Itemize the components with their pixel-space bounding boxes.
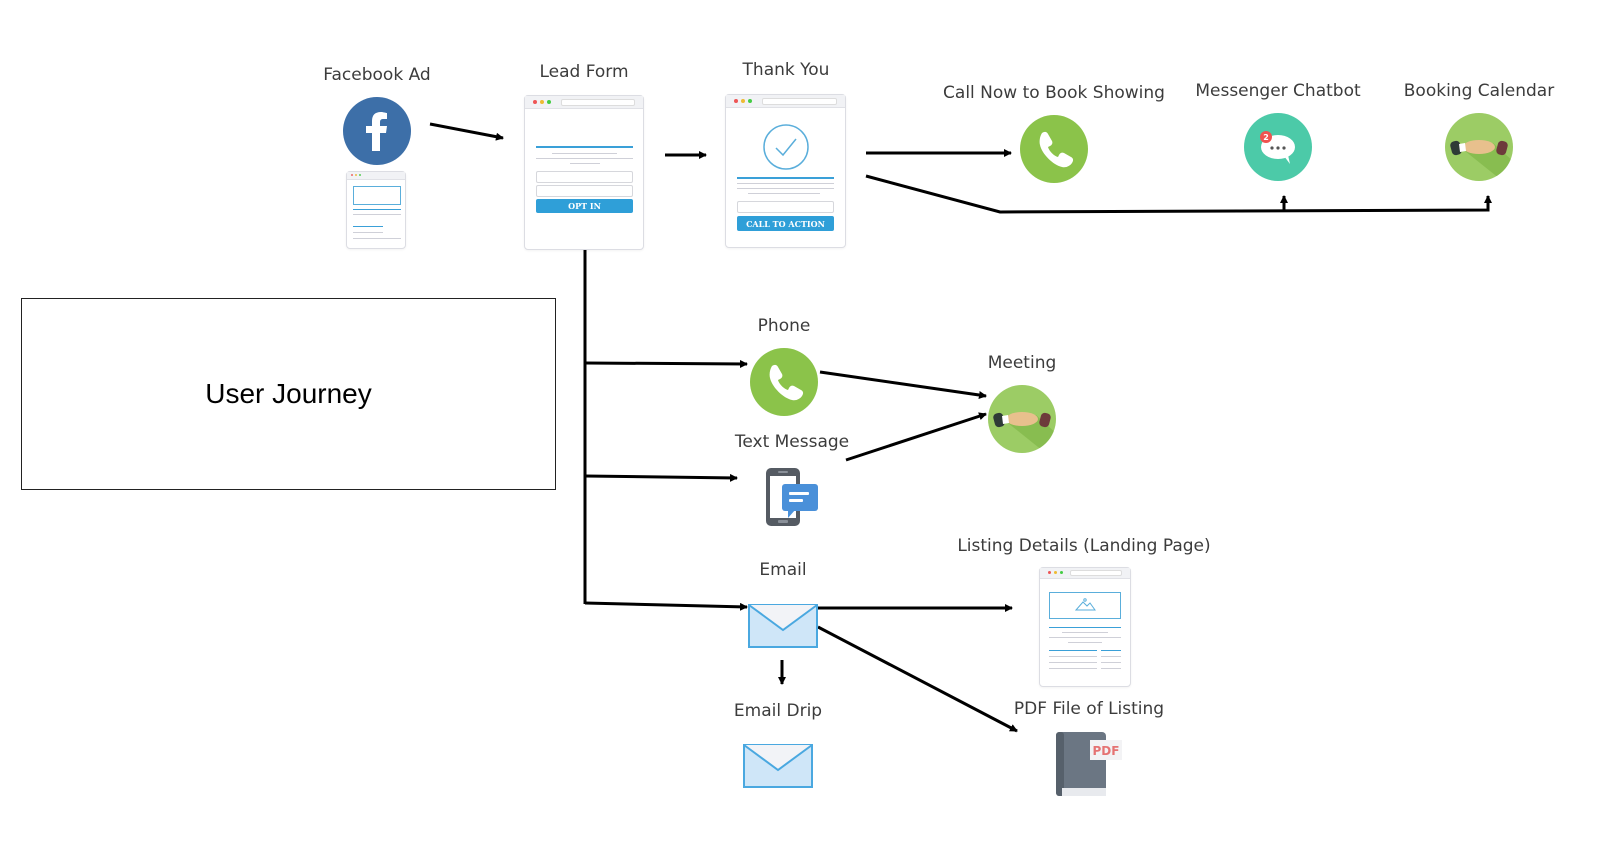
thank-you-page-icon[interactable]: CALL TO ACTION xyxy=(725,94,846,248)
checkmark-icon xyxy=(763,124,809,170)
ad-preview-page-icon xyxy=(346,171,406,249)
edge-leadform-to-phone xyxy=(584,359,748,368)
edge-facebook-to-leadform xyxy=(429,122,504,141)
lead-form-page-icon[interactable]: OPT IN xyxy=(524,95,644,250)
edge-phone-to-meeting xyxy=(819,370,987,399)
handshake-icon[interactable] xyxy=(988,385,1056,453)
call-now-label: Call Now to Book Showing xyxy=(943,83,1165,103)
edge-text-to-meeting xyxy=(845,412,987,462)
pdf-file-label: PDF File of Listing xyxy=(1013,699,1165,719)
edge-leadform-to-text xyxy=(584,473,738,482)
user-journey-box: User Journey xyxy=(21,298,556,490)
envelope-icon[interactable] xyxy=(743,744,813,792)
chatbot-badge: 2 xyxy=(1263,133,1269,142)
pdf-book-icon[interactable]: PDF xyxy=(1054,730,1124,802)
envelope-icon[interactable] xyxy=(748,604,818,652)
edge-thankyou-to-booking xyxy=(865,174,1492,214)
handshake-icon[interactable] xyxy=(1445,113,1513,181)
user-journey-title: User Journey xyxy=(205,378,372,409)
facebook-ad-label: Facebook Ad xyxy=(323,65,431,85)
messenger-chatbot-label: Messenger Chatbot xyxy=(1195,81,1361,101)
landing-page-icon[interactable] xyxy=(1039,567,1131,687)
opt-in-button: OPT IN xyxy=(536,199,633,213)
listing-details-label: Listing Details (Landing Page) xyxy=(957,536,1211,556)
email-label: Email xyxy=(759,560,807,580)
thank-you-label: Thank You xyxy=(742,60,830,80)
phone-label: Phone xyxy=(757,316,811,336)
pdf-badge: PDF xyxy=(1093,744,1120,758)
booking-calendar-label: Booking Calendar xyxy=(1403,81,1555,101)
meeting-label: Meeting xyxy=(987,353,1057,373)
email-drip-label: Email Drip xyxy=(733,701,823,721)
phone-icon[interactable] xyxy=(750,348,818,416)
edge-leadform-to-email xyxy=(584,601,748,611)
lead-form-label: Lead Form xyxy=(539,62,629,82)
chat-bubble-icon[interactable]: 2 xyxy=(1244,113,1312,181)
facebook-icon[interactable] xyxy=(343,97,411,165)
call-to-action-button: CALL TO ACTION xyxy=(737,216,834,231)
edge-email-to-pdf xyxy=(817,625,1018,733)
smartphone-message-icon[interactable] xyxy=(762,466,822,532)
phone-icon[interactable] xyxy=(1020,115,1088,183)
text-message-label: Text Message xyxy=(734,432,850,452)
